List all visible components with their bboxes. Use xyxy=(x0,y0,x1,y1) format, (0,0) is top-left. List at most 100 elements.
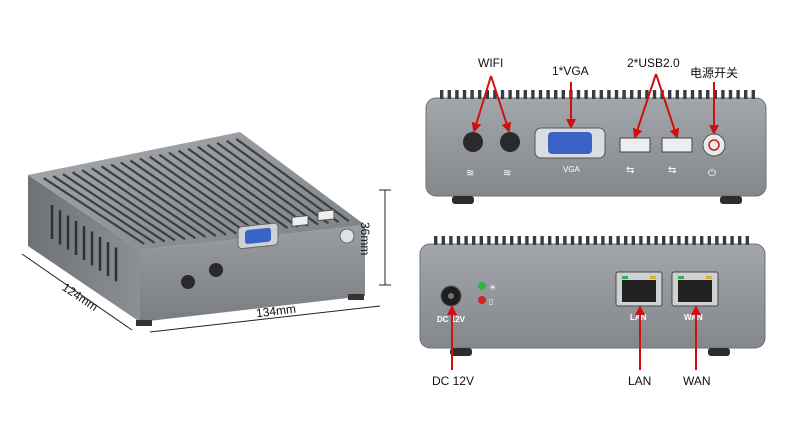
vga-port xyxy=(548,132,592,154)
lan-led xyxy=(622,276,628,279)
fin xyxy=(683,90,687,99)
panel-foot xyxy=(452,196,474,204)
iso-foot xyxy=(136,320,152,326)
fin xyxy=(100,165,207,238)
fin xyxy=(662,236,666,245)
fin xyxy=(736,90,740,99)
fin xyxy=(607,90,611,99)
fin xyxy=(540,236,544,245)
fin xyxy=(646,236,651,245)
fin xyxy=(675,90,679,99)
fin xyxy=(624,236,628,245)
fin xyxy=(71,171,176,242)
fin xyxy=(197,145,309,227)
power-switch-label: 电源开关 xyxy=(690,66,739,80)
fin xyxy=(440,90,444,99)
fin xyxy=(706,90,710,99)
fin xyxy=(187,147,299,228)
fin xyxy=(168,151,278,230)
fin xyxy=(601,236,605,245)
fin xyxy=(715,236,719,245)
fin xyxy=(700,236,704,245)
fin xyxy=(614,90,619,99)
power-symbol-icon: ⏻ xyxy=(708,168,716,179)
fin xyxy=(668,90,672,99)
fin xyxy=(479,236,483,245)
fin xyxy=(81,169,186,241)
fin xyxy=(525,236,529,245)
fin xyxy=(456,236,461,245)
lan-led xyxy=(650,276,656,279)
fin xyxy=(226,140,340,224)
iso-usb-port-1 xyxy=(291,215,309,227)
panel-bottom-fins xyxy=(434,236,749,245)
fin xyxy=(110,163,217,237)
fin xyxy=(555,236,559,245)
fin xyxy=(478,90,482,99)
fin xyxy=(631,236,635,245)
vga-label: 1*VGA xyxy=(552,64,589,78)
disk-icon: ▯ xyxy=(489,297,493,306)
wan-panel-label: WAN xyxy=(684,313,703,322)
device-top-face xyxy=(28,132,365,250)
wifi-antenna-port-2 xyxy=(209,263,223,277)
fin xyxy=(517,236,521,245)
fin xyxy=(561,90,565,99)
fin xyxy=(455,90,459,99)
fin xyxy=(576,90,581,99)
fin xyxy=(721,90,725,99)
fin xyxy=(586,236,590,245)
usb-port-2 xyxy=(661,137,693,153)
fin xyxy=(510,236,514,245)
fin xyxy=(730,236,734,245)
fin xyxy=(722,236,727,245)
fin xyxy=(120,161,227,236)
fin xyxy=(139,157,248,234)
fin xyxy=(485,90,489,99)
usb-label: 2*USB2.0 xyxy=(627,56,680,70)
fin xyxy=(745,236,749,245)
panel-foot xyxy=(720,196,742,204)
iso-foot xyxy=(348,294,364,300)
light-icon: ☀ xyxy=(489,283,496,292)
fin xyxy=(493,90,497,99)
fin xyxy=(158,153,268,232)
usb-port-1 xyxy=(619,137,651,153)
fin xyxy=(738,236,742,245)
dc-jack-pin xyxy=(448,293,454,299)
fin xyxy=(578,236,582,245)
fin xyxy=(464,236,468,245)
dimension-lines xyxy=(21,189,391,333)
wan-label: WAN xyxy=(683,374,711,388)
fin xyxy=(622,90,626,99)
fin xyxy=(654,236,658,245)
fin xyxy=(494,236,499,245)
fin xyxy=(502,236,506,245)
fin xyxy=(177,149,289,229)
fin xyxy=(216,141,329,225)
dc-label: DC 12V xyxy=(432,374,475,388)
callout-arrows xyxy=(447,73,719,370)
wifi-icon: ≋ xyxy=(466,168,474,179)
fin xyxy=(616,236,620,245)
iso-usb-port-2 xyxy=(317,209,335,222)
fin xyxy=(630,90,634,99)
fin xyxy=(593,236,597,245)
fin xyxy=(570,236,575,245)
fin xyxy=(744,90,748,99)
fin xyxy=(487,236,491,245)
iso-power-button xyxy=(339,228,355,244)
fin xyxy=(563,236,567,245)
wifi-label: WIFI xyxy=(478,56,504,70)
fin xyxy=(441,236,445,245)
lan-panel-label: LAN xyxy=(630,313,647,322)
fin xyxy=(235,138,350,223)
fin xyxy=(516,90,520,99)
panel-body-bottom xyxy=(419,243,766,349)
fin xyxy=(592,90,596,99)
fin xyxy=(500,90,505,99)
fin xyxy=(52,175,156,244)
led-red xyxy=(478,296,486,304)
fin xyxy=(472,236,476,245)
